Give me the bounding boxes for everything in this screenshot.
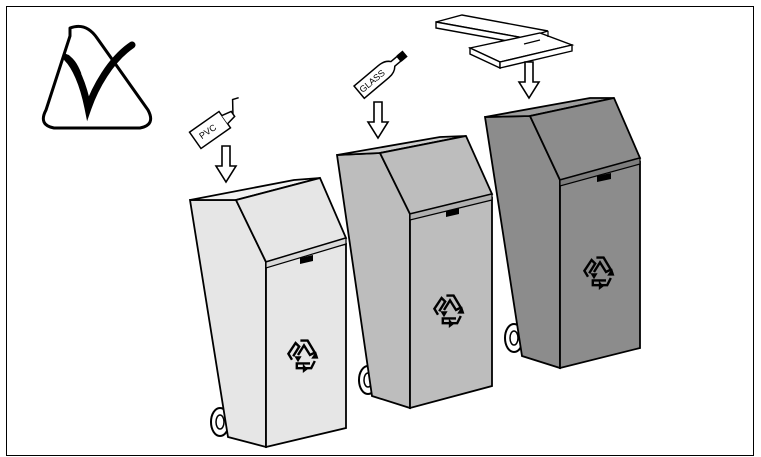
checkmark-triangle-icon — [43, 26, 150, 128]
down-arrow-icon — [519, 62, 539, 98]
bin-pvc — [190, 178, 346, 447]
bin-cardboard — [485, 98, 640, 368]
down-arrow-icon — [216, 146, 236, 182]
plastic-bottle-icon: PVC — [188, 96, 250, 148]
glass-bottle-icon: GLASS — [354, 47, 410, 98]
bin-glass — [337, 136, 492, 408]
cardboard-box-icon — [436, 15, 572, 68]
down-arrow-icon — [368, 102, 388, 138]
